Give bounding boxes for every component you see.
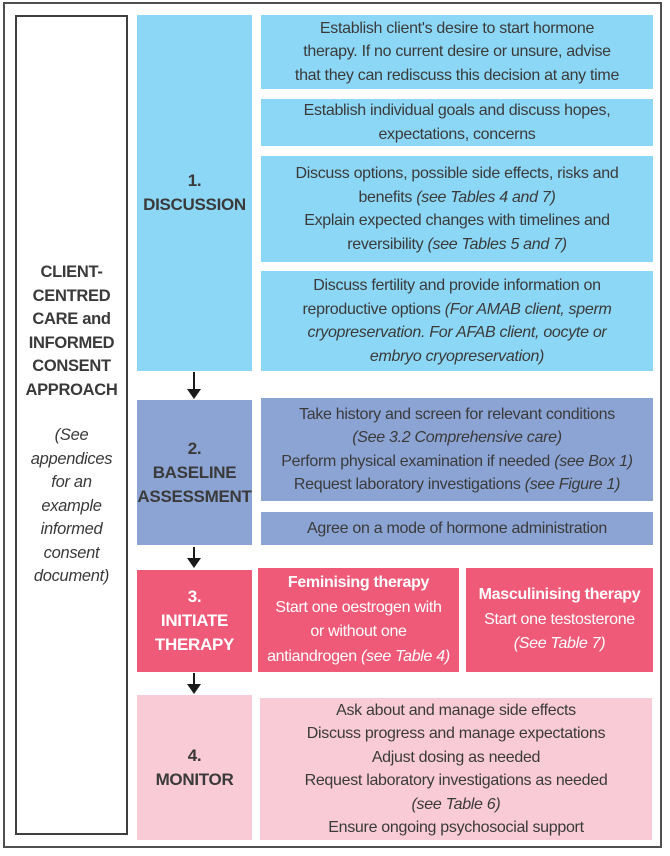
arrow-line (193, 673, 195, 684)
down-arrow-icon (186, 547, 202, 568)
arrow-head (187, 389, 201, 399)
stage-monitor: 4. MONITOR (137, 695, 252, 840)
down-arrow-icon (186, 372, 202, 399)
stage-monitor-number: 4. (187, 745, 202, 765)
arrow-line (193, 372, 195, 389)
discussion-box-goals: Establish individual goals and discuss h… (261, 99, 653, 146)
stage-discussion-label: DISCUSSION (143, 195, 246, 214)
stage-initiate-number: 3. (187, 587, 202, 606)
arrow-head (187, 558, 201, 568)
discussion-box-desire: Establish client's desire to start hormo… (261, 15, 653, 89)
stage-discussion: 1. DISCUSSION (137, 15, 252, 371)
down-arrow-icon (186, 673, 202, 694)
baseline-box-agree: Agree on a mode of hormone administratio… (261, 512, 653, 545)
figure-border (3, 2, 662, 848)
stage-monitor-label: MONITOR (155, 769, 234, 789)
stage-discussion-number: 1. (187, 171, 202, 190)
arrow-head (187, 684, 201, 694)
discussion-box-options: Discuss options, possible side effects, … (261, 156, 653, 262)
discussion-box-fertility: Discuss fertility and provide informatio… (261, 271, 653, 371)
baseline-box-history: Take history and screen for relevant con… (261, 398, 653, 501)
stage-baseline-number: 2. (187, 438, 202, 458)
arrow-line (193, 547, 195, 558)
